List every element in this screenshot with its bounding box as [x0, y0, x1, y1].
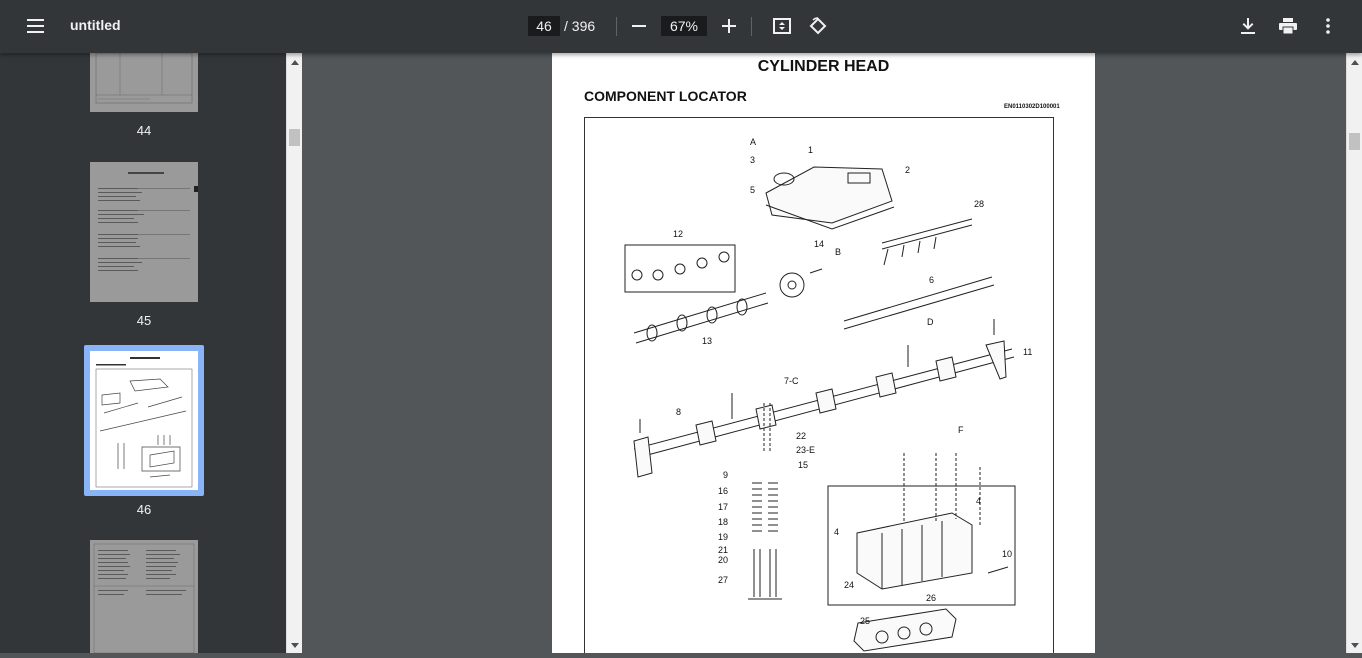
- callout-19: 19: [718, 532, 728, 542]
- divider: [751, 17, 752, 36]
- document-code: EN0110302D100001: [1004, 104, 1060, 110]
- zoom-in-icon[interactable]: [715, 12, 743, 40]
- callout-25: 25: [860, 616, 870, 626]
- callout-20: 20: [718, 555, 728, 565]
- callout-4-right: 4: [976, 496, 981, 506]
- callout-3: 3: [750, 155, 755, 165]
- callout-7C: 7-C: [784, 376, 799, 386]
- callout-15: 15: [798, 460, 808, 470]
- callout-16: 16: [718, 486, 728, 496]
- callout-21: 21: [718, 545, 728, 555]
- more-icon[interactable]: [1314, 12, 1342, 40]
- callout-9: 9: [723, 470, 728, 480]
- callout-26: 26: [926, 593, 936, 603]
- callout-18: 18: [718, 517, 728, 527]
- document-title: untitled: [70, 17, 121, 33]
- callout-17: 17: [718, 502, 728, 512]
- callout-6: 6: [929, 275, 934, 285]
- thumbnail-44[interactable]: [90, 53, 198, 112]
- main-scrollbar[interactable]: [1346, 53, 1362, 653]
- thumbnail-label: 45: [136, 313, 152, 328]
- thumbnail-label: 44: [136, 123, 152, 138]
- callout-D: D: [927, 317, 934, 327]
- sidebar-scrollbar[interactable]: [286, 53, 302, 653]
- page-title: CYLINDER HEAD: [757, 58, 890, 75]
- page-total: / 396: [564, 18, 596, 34]
- thumbnail-sidebar: 44 45: [0, 53, 286, 653]
- print-icon[interactable]: [1274, 12, 1302, 40]
- page-number-input[interactable]: 46: [528, 16, 560, 36]
- callout-12: 12: [673, 229, 683, 239]
- cylinder-head-diagram: A 1 3 2 5 28 12 14 B 6 13 D 11 7-C 8 22 …: [624, 137, 1032, 652]
- callout-23E: 23-E: [796, 445, 815, 455]
- callout-8: 8: [676, 407, 681, 417]
- callout-10: 10: [1002, 549, 1012, 559]
- callout-14: 14: [814, 239, 824, 249]
- callout-5: 5: [750, 185, 755, 195]
- callout-B: B: [835, 247, 841, 257]
- menu-icon[interactable]: [22, 14, 50, 38]
- diagram-frame: [584, 117, 1054, 653]
- fit-page-icon[interactable]: [768, 12, 796, 40]
- callout-1: 1: [808, 145, 813, 155]
- callout-4-left: 4: [834, 527, 839, 537]
- callout-24: 24: [844, 580, 854, 590]
- callout-28: 28: [974, 199, 984, 209]
- callout-27: 27: [718, 575, 728, 585]
- callout-11: 11: [1023, 347, 1032, 357]
- zoom-out-icon[interactable]: [625, 12, 653, 40]
- rotate-icon[interactable]: [804, 12, 832, 40]
- pdf-page: CYLINDER HEAD COMPONENT LOCATOR EN011030…: [552, 53, 1095, 653]
- zoom-input[interactable]: 67%: [661, 16, 707, 36]
- callout-13: 13: [702, 336, 712, 346]
- callout-A: A: [750, 137, 756, 147]
- thumbnail-label: 46: [136, 502, 152, 517]
- thumbnail-46[interactable]: [90, 351, 198, 490]
- callout-2: 2: [905, 165, 910, 175]
- page-subtitle: COMPONENT LOCATOR: [584, 88, 747, 104]
- thumbnail-45[interactable]: [90, 162, 198, 302]
- thumbnail-47[interactable]: [90, 540, 198, 653]
- callout-F: F: [958, 425, 964, 435]
- callout-22: 22: [796, 431, 806, 441]
- divider: [616, 17, 617, 36]
- download-icon[interactable]: [1234, 12, 1262, 40]
- toolbar: untitled 46 / 396 67%: [0, 0, 1362, 53]
